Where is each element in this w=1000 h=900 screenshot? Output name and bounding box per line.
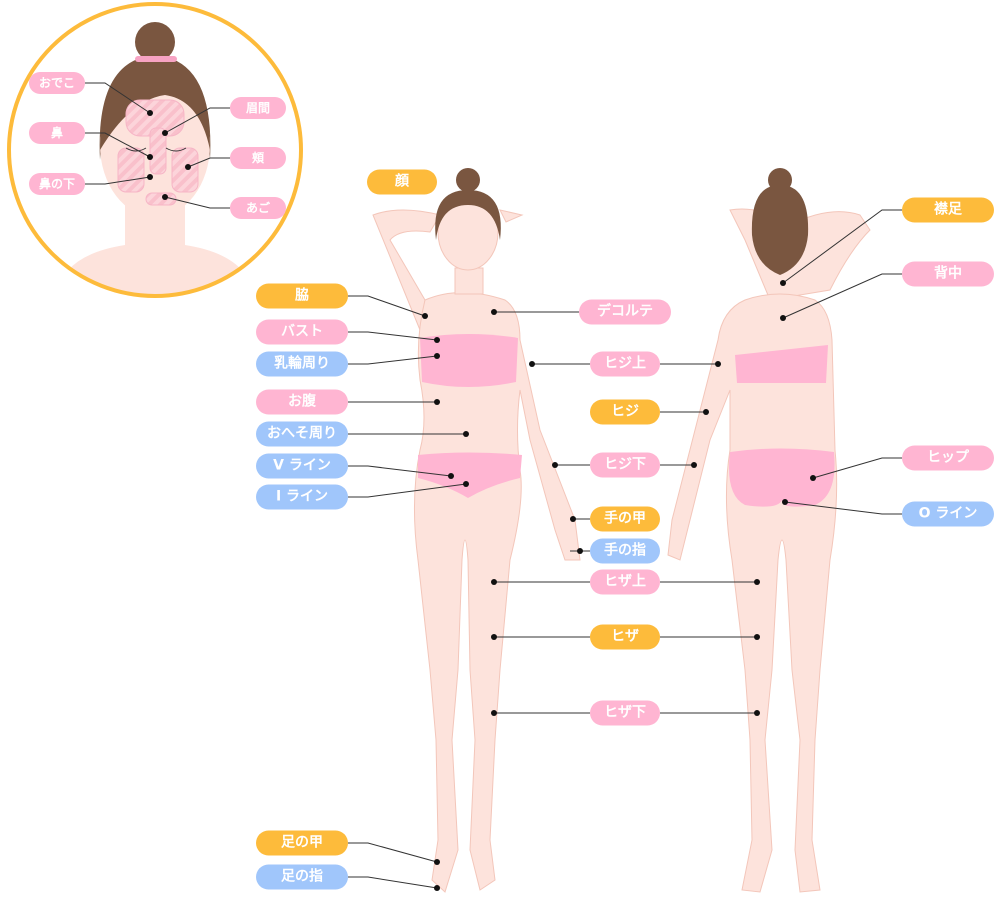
- marker-dot-chin: [162, 194, 168, 200]
- label-cheek[interactable]: 頬: [230, 147, 286, 169]
- marker-dot-fingers: [577, 548, 583, 554]
- back-bra: [735, 345, 828, 383]
- marker-dot-v-line: [448, 473, 454, 479]
- leader-line-hip: [812, 457, 902, 479]
- marker-dot-under-nose: [147, 174, 153, 180]
- back-body-figure: [667, 208, 871, 893]
- leader-line-o-line: [784, 501, 902, 515]
- label-toes[interactable]: 足の指: [256, 864, 348, 890]
- marker-dot-lower-knee: [754, 710, 760, 716]
- label-navel[interactable]: おへそ周り: [256, 421, 348, 447]
- leader-line-nape: [782, 209, 902, 284]
- leader-line-bust: [348, 331, 438, 341]
- label-under-nose[interactable]: 鼻の下: [29, 173, 85, 195]
- label-nape[interactable]: 襟足: [902, 197, 994, 223]
- back-shorts: [729, 448, 835, 507]
- marker-dot-cheek: [185, 164, 191, 170]
- marker-dot-upper-knee: [754, 579, 760, 585]
- marker-dot-o-line: [782, 499, 788, 505]
- label-lower-elbow[interactable]: ヒジ下: [590, 452, 660, 478]
- marker-dot-belly: [434, 399, 440, 405]
- label-glabella[interactable]: 眉間: [230, 97, 286, 119]
- marker-dot-elbow: [703, 409, 709, 415]
- marker-dot-hand-back: [570, 516, 576, 522]
- label-areola[interactable]: 乳輪周り: [256, 351, 348, 377]
- marker-dot-knee: [491, 634, 497, 640]
- marker-dot-foot-top: [434, 859, 440, 865]
- label-bust[interactable]: バスト: [256, 319, 348, 345]
- label-decollete[interactable]: デコルテ: [579, 299, 671, 325]
- label-o-line[interactable]: O ライン: [902, 501, 994, 527]
- leader-line-under-nose: [85, 176, 151, 185]
- leader-line-i-line: [348, 483, 467, 498]
- label-chin[interactable]: あご: [230, 197, 286, 219]
- leader-line-back: [782, 273, 902, 319]
- leader-line-v-line: [348, 465, 452, 477]
- marker-dot-upper-knee: [491, 579, 497, 585]
- label-elbow[interactable]: ヒジ: [590, 399, 660, 425]
- marker-dot-knee: [754, 634, 760, 640]
- leader-line-cheek: [187, 157, 230, 168]
- label-armpit[interactable]: 脇: [256, 283, 348, 309]
- marker-dot-lower-elbow: [691, 462, 697, 468]
- marker-dot-forehead: [147, 110, 153, 116]
- marker-dot-toes: [434, 885, 440, 891]
- label-i-line[interactable]: I ライン: [256, 484, 348, 510]
- marker-dot-hip: [810, 475, 816, 481]
- leader-line-forehead: [85, 82, 151, 114]
- marker-dot-areola: [434, 353, 440, 359]
- leader-line-nose: [85, 132, 151, 158]
- marker-dot-decollete: [491, 309, 497, 315]
- marker-dot-bust: [434, 337, 440, 343]
- label-upper-elbow[interactable]: ヒジ上: [590, 351, 660, 377]
- marker-dot-back: [780, 315, 786, 321]
- label-fingers[interactable]: 手の指: [590, 538, 660, 564]
- leader-line-foot-top: [348, 842, 438, 863]
- marker-dot-upper-elbow: [715, 361, 721, 367]
- marker-dot-lower-elbow: [552, 462, 558, 468]
- label-nose[interactable]: 鼻: [29, 122, 85, 144]
- label-v-line[interactable]: V ライン: [256, 453, 348, 479]
- front-shorts: [418, 452, 522, 498]
- leader-lines: [85, 82, 902, 891]
- leader-line-glabella: [164, 107, 230, 134]
- leader-line-armpit: [348, 295, 426, 317]
- marker-dot-armpit: [422, 313, 428, 319]
- marker-dot-i-line: [463, 481, 469, 487]
- label-face[interactable]: 顔: [367, 169, 437, 195]
- front-body-figure: [372, 193, 581, 893]
- marker-dot-glabella: [162, 130, 168, 136]
- front-bra: [420, 334, 518, 387]
- leader-line-chin: [164, 196, 230, 209]
- label-lower-knee[interactable]: ヒザ下: [590, 700, 660, 726]
- label-hip[interactable]: ヒップ: [902, 445, 994, 471]
- label-forehead[interactable]: おでこ: [29, 72, 85, 94]
- label-belly[interactable]: お腹: [256, 389, 348, 415]
- label-knee[interactable]: ヒザ: [590, 624, 660, 650]
- marker-dot-nape: [780, 280, 786, 286]
- label-back[interactable]: 背中: [902, 261, 994, 287]
- face-inset-border: [7, 2, 303, 298]
- marker-dot-upper-elbow: [529, 361, 535, 367]
- label-foot-top[interactable]: 足の甲: [256, 830, 348, 856]
- leader-line-areola: [348, 355, 438, 365]
- label-upper-knee[interactable]: ヒザ上: [590, 569, 660, 595]
- leader-line-toes: [348, 876, 438, 889]
- marker-dot-lower-knee: [491, 710, 497, 716]
- marker-dot-navel: [463, 431, 469, 437]
- marker-dot-nose: [147, 154, 153, 160]
- label-hand-back[interactable]: 手の甲: [590, 506, 660, 532]
